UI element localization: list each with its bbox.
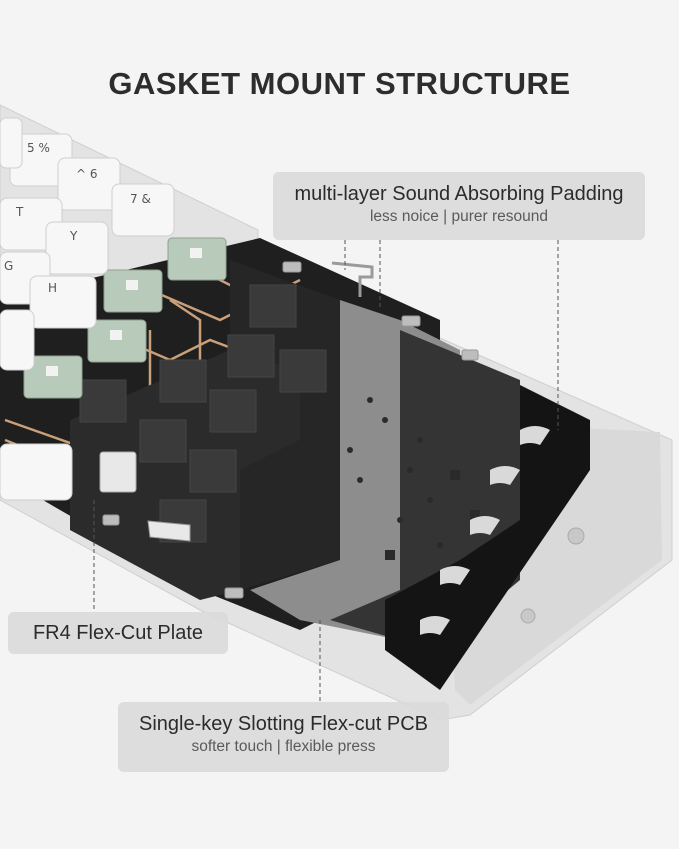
keycap-label-6: ^ 6 [76,167,98,181]
plate-switch-cutouts [79,284,327,543]
sound-absorbing-foam [385,385,590,690]
padding-callout-subtitle: less noice | purer resound [369,208,549,225]
keycap-label-h: H [48,281,57,295]
case-screw-hole [520,608,536,624]
padding-callout: multi-layer Sound Absorbing Padding less… [273,172,645,240]
pcb-callout-title: Single-key Slotting Flex-cut PCB [138,713,428,735]
plate-callout-title: FR4 Flex-Cut Plate [32,622,204,644]
keycap-label-5: 5 % [27,141,50,155]
mint-switches [23,237,227,399]
pcb-callout-subtitle: softer touch | flexible press [191,738,376,755]
padding-callout-title: multi-layer Sound Absorbing Padding [294,183,624,205]
keycap-label-7: 7 & [130,192,151,206]
plate-callout: FR4 Flex-Cut Plate [8,612,228,654]
keycap-label-g: G [4,259,13,273]
keycaps [0,117,175,501]
case-screw-hole [567,527,585,545]
stabilizer-switch [99,451,137,493]
pcb-callout: Single-key Slotting Flex-cut PCB softer … [118,702,449,772]
page-title: GASKET MOUNT STRUCTURE [108,66,571,101]
metal-clip [147,520,191,542]
metal-clip [331,261,374,297]
leader-lines [93,240,559,702]
gasket-clips [102,261,479,599]
foam-cutouts [420,426,550,635]
keycap-label-t: T [15,205,24,219]
keycap-label-y: Y [69,229,78,243]
switch-stems [46,248,202,376]
